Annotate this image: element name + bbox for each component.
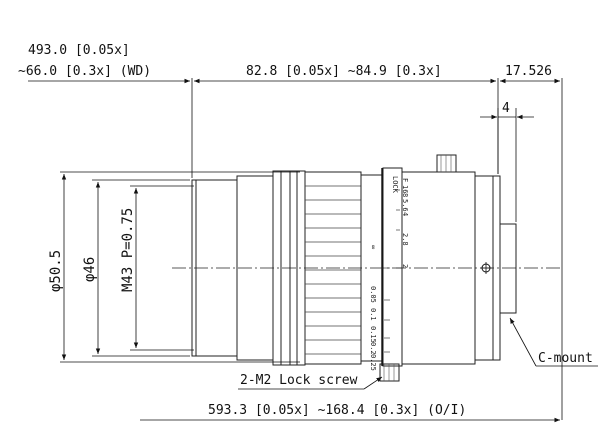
scale-5-6: 5.6 [401, 199, 409, 212]
svg-text:M43 P=0.75: M43 P=0.75 [120, 208, 136, 292]
c-mount-thread [499, 223, 517, 314]
svg-text:2-M2 Lock screw: 2-M2 Lock screw [240, 373, 358, 388]
scale-lock: LOCK [391, 176, 399, 194]
aperture-ring [382, 167, 403, 367]
scale-16: 16 [401, 185, 409, 193]
scale-0-15: 0.15 [369, 326, 377, 343]
svg-text:4: 4 [502, 101, 510, 116]
svg-text:493.0 [0.05x]: 493.0 [0.05x] [28, 43, 130, 58]
scale-0-05: 0.05 [369, 286, 377, 303]
scale-8: 8 [401, 193, 409, 197]
scale-2: 2 [401, 264, 409, 268]
dim-object-to-image: 593.3 [0.05x] ~168.4 [0.3x] (O/I) [140, 403, 560, 423]
extension-lines [60, 78, 563, 420]
svg-text:~66.0 [0.3x] (WD): ~66.0 [0.3x] (WD) [18, 64, 151, 79]
svg-text:17.526: 17.526 [505, 64, 552, 79]
svg-text:593.3 [0.05x] ~168.4 [0.3x] (O: 593.3 [0.05x] ~168.4 [0.3x] (O/I) [208, 403, 466, 418]
svg-text:C-mount: C-mount [538, 351, 593, 366]
callout-lock-screw: 2-M2 Lock screw [238, 373, 383, 390]
dim-diameter-46: φ46 [82, 182, 101, 354]
svg-text:φ50.5: φ50.5 [48, 250, 64, 292]
scale-4: 4 [401, 212, 409, 216]
dim-flange-back: 17.526 [500, 64, 560, 84]
svg-text:82.8 [0.05x] ~84.9 [0.3x]: 82.8 [0.05x] ~84.9 [0.3x] [246, 64, 442, 79]
dim-thread: M43 P=0.75 [120, 188, 139, 348]
lock-screw-top [436, 154, 457, 173]
dim-working-distance: 493.0 [0.05x] ~66.0 [0.3x] (WD) [18, 43, 190, 84]
scale-0-2: 0.2 [369, 342, 377, 355]
aperture-scale: LOCK F 16 8 5.6 4 2.8 2 ∞ 0.05 0.1 0.15 … [369, 176, 409, 371]
scale-0-1: 0.1 [369, 308, 377, 321]
dim-mount-depth: 4 [480, 101, 534, 120]
dim-lens-length: 82.8 [0.05x] ~84.9 [0.3x] [194, 64, 496, 84]
svg-text:φ46: φ46 [82, 257, 98, 282]
dim-diameter-50-5: φ50.5 [48, 174, 67, 360]
callout-c-mount: C-mount [509, 317, 598, 367]
scale-0-25: 0.25 [369, 354, 377, 371]
scale-2-8: 2.8 [401, 233, 409, 246]
scale-f: F [401, 178, 409, 182]
lock-screw-bottom [379, 363, 400, 382]
scale-infinity: ∞ [369, 245, 377, 249]
